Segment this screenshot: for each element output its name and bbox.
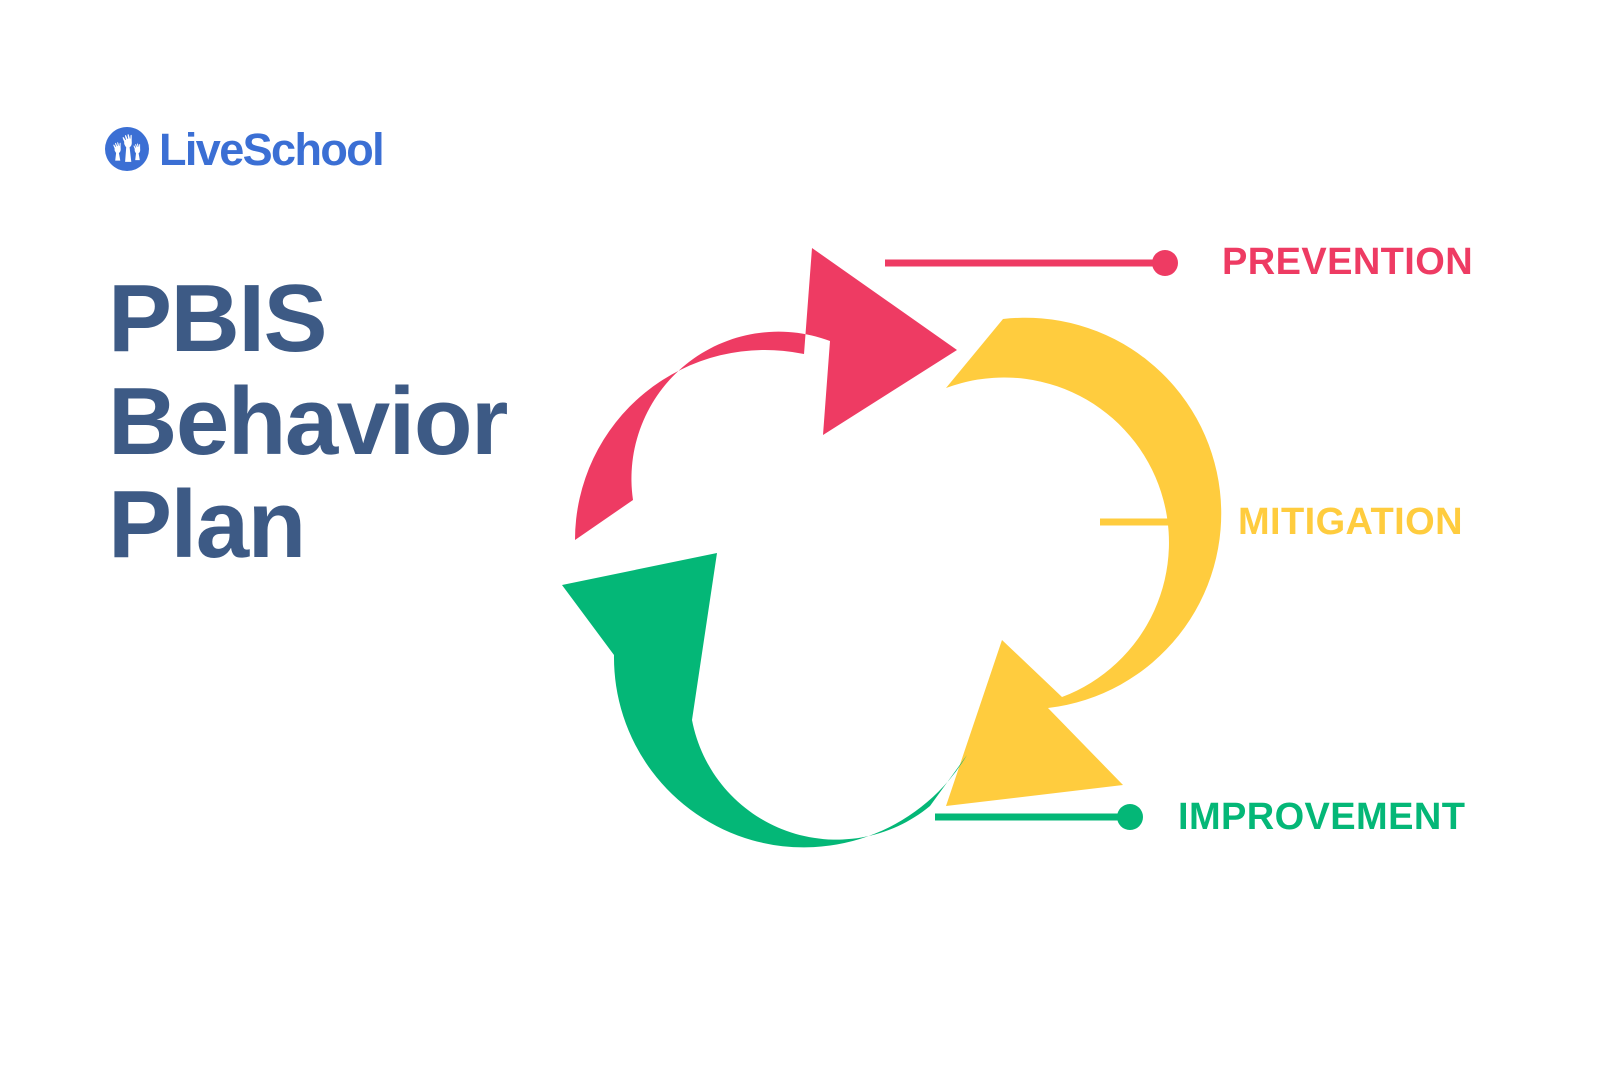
connector-prevention (885, 250, 1178, 276)
arrow-mitigation (946, 317, 1222, 806)
liveschool-wordmark: LiveSchool (159, 123, 385, 175)
arrow-prevention (575, 248, 957, 540)
page-title: PBIS Behavior Plan (108, 268, 628, 576)
arrow-improvement (562, 553, 967, 848)
pbis-cycle-diagram (540, 200, 1240, 880)
legend-label-mitigation: MITIGATION (1238, 501, 1463, 543)
connector-improvement (935, 804, 1143, 830)
page-title-line-3: Plan (108, 470, 306, 578)
page-title-line-1: PBIS (108, 265, 328, 373)
legend-label-prevention: PREVENTION (1222, 241, 1474, 283)
liveschool-logo: LiveSchool (104, 121, 385, 177)
raised-hands-circle-icon (105, 127, 149, 171)
page-title-line-2: Behavior (108, 368, 508, 476)
legend-label-improvement: IMPROVEMENT (1178, 796, 1466, 838)
